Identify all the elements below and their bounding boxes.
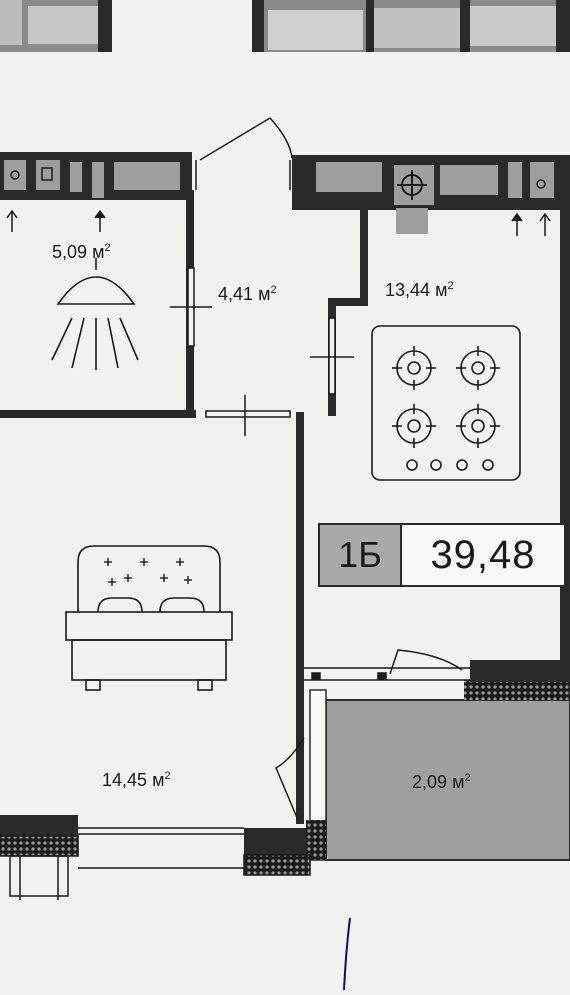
apartment-badge: 1Б 39,48 <box>318 523 566 587</box>
room-area-bedroom: 14,45 м2 <box>102 770 171 791</box>
stove-icon <box>371 325 521 481</box>
unit-label: м <box>92 242 105 262</box>
bed-icon <box>65 545 233 691</box>
balcony <box>306 660 570 861</box>
unit-power: 2 <box>464 772 471 784</box>
apartment-code: 1Б <box>320 525 402 585</box>
unit-power: 2 <box>270 284 277 296</box>
bedroom-window <box>0 827 311 900</box>
total-area: 39,48 <box>430 532 536 577</box>
unit-label: м <box>452 772 465 792</box>
bedroom-door <box>205 395 291 436</box>
unit-power: 2 <box>104 242 111 254</box>
shower-icon <box>51 258 139 370</box>
room-area-value: 5,09 <box>52 242 88 262</box>
room-area-value: 4,41 <box>218 284 254 304</box>
room-area-bathroom: 5,09 м2 <box>52 242 111 263</box>
room-area-value: 13,44 <box>385 280 431 300</box>
room-area-balcony: 2,09 м2 <box>412 772 471 793</box>
unit-power: 2 <box>164 770 171 782</box>
burner-icon <box>392 346 436 390</box>
room-area-value: 2,09 <box>412 772 448 792</box>
burner-icon <box>456 346 500 390</box>
room-area-value: 14,45 <box>102 770 148 790</box>
room-area-kitchen: 13,44 м2 <box>385 280 454 301</box>
neighbor-units <box>0 0 570 52</box>
ventilation-shafts <box>4 160 554 234</box>
unit-label: м <box>152 770 165 790</box>
pen-mark <box>343 917 351 991</box>
unit-label: м <box>258 284 271 304</box>
burner-icon <box>456 404 500 448</box>
room-area-hallway: 4,41 м2 <box>218 284 277 305</box>
vent-arrows <box>6 209 551 236</box>
burner-icon <box>392 404 436 448</box>
balcony-door <box>275 649 470 821</box>
unit-label: м <box>435 280 448 300</box>
entrance-door <box>195 117 293 190</box>
kitchen-door <box>310 317 354 395</box>
bathroom-door <box>170 267 212 347</box>
unit-power: 2 <box>447 280 454 292</box>
